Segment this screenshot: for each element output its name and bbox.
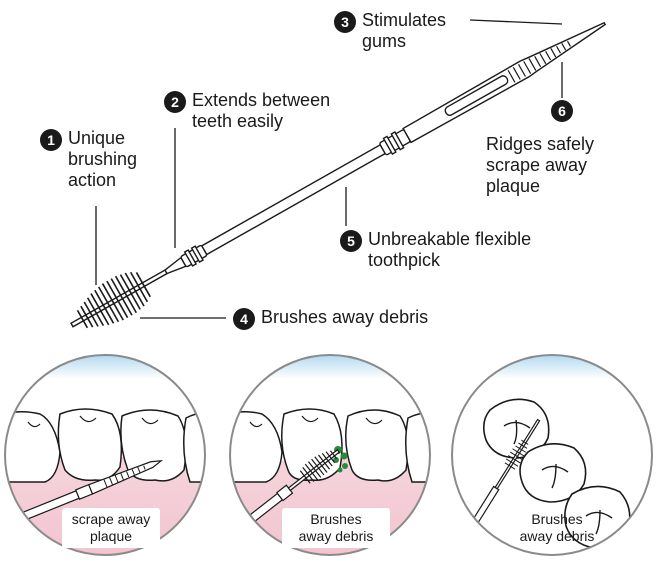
ridges [507, 40, 571, 83]
callout-number-6: 6 [551, 100, 573, 122]
callout-text-6: Ridges safely scrape away plaque [486, 134, 595, 196]
panel-caption-3: Brushes away debris [519, 511, 595, 544]
leader-lines [95, 19, 563, 319]
callout-number-5: 5 [340, 230, 362, 252]
callout-3: 3 Stimulates gums [334, 10, 464, 73]
callout-text-4: Brushes away debris [261, 307, 429, 327]
callout-number-3: 3 [334, 11, 356, 33]
teeth-row [230, 408, 430, 483]
leader-line-3 [469, 19, 563, 25]
bristles [76, 271, 151, 329]
panel-caption-2: Brushes away debris [282, 508, 390, 548]
callout-number-2: 2 [164, 91, 186, 113]
grip-pad [444, 75, 509, 116]
callout-number-4: 4 [233, 308, 255, 330]
panel-top-toothpick [471, 418, 541, 525]
teeth-row [5, 408, 205, 483]
callout-text-5: Unbreakable flexible toothpick [368, 229, 532, 270]
panel-caption-1: scrape away plaque [62, 508, 160, 548]
callout-text-1: Unique brushing action [68, 128, 138, 190]
callout-5: 5 Unbreakable flexible toothpick [340, 229, 580, 292]
callout-text-3: Stimulates gums [362, 10, 447, 51]
panel-brush-toothpick [246, 449, 341, 524]
pick-body [402, 21, 607, 144]
callout-4: 4 Brushes away debris [233, 307, 483, 370]
callout-2: 2 Extends between teeth easily [164, 90, 374, 153]
callout-1: 1 Unique brushing action [40, 128, 170, 191]
callout-text-2: Extends between teeth easily [192, 90, 331, 131]
callout-6: 6 Ridges safely scrape away plaque [486, 100, 646, 196]
callout-number-1: 1 [40, 129, 62, 151]
toothpick-illustration [70, 19, 607, 329]
toothpick [70, 21, 607, 329]
